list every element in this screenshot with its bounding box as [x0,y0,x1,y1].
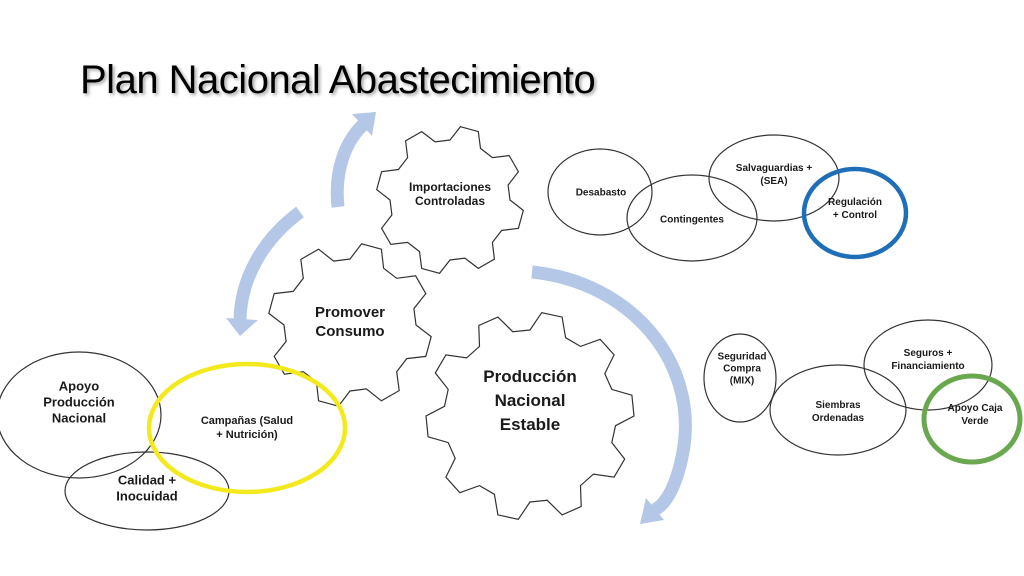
node-seguridad-compra [703,333,777,423]
slide-title: Plan Nacional Abastecimiento [80,58,596,102]
node-salvaguardias-label-line-2: (SEA) [760,176,787,187]
node-salvaguardias-label: Salvaguardias + (SEA) [736,163,813,187]
gear-produccion-shape [425,312,635,520]
node-seguros-label-line-2: Financiamiento [891,361,964,372]
node-regulacion-label-line-1: Regulación [828,197,882,208]
node-apoyo-produccion-label-line-2: Producción [43,395,115,410]
node-contingentes-label-line-1: Contingentes [660,215,724,226]
cluster-top-right: Desabasto Contingentes Salvaguardias + (S… [547,134,909,262]
node-desabasto-label: Desabasto [576,188,627,199]
gear-promover-label-line-1: Promover [315,304,385,321]
gear-promover-shape [268,243,432,407]
node-campanas-label-line-1: Campañas (Salud [201,415,293,427]
node-apoyo-caja-label-line-2: Verde [961,416,989,427]
node-regulacion-label: Regulación + Control [828,197,882,221]
node-calidad-label-line-2: Inocuidad [116,489,177,504]
node-seguridad-compra-label-line-1: Seguridad [718,352,767,363]
node-seguros-label: Seguros + Financiamiento [891,348,964,372]
node-siembras-label-line-2: Ordenadas [812,413,865,424]
arrow-to-produccion [531,265,692,516]
cycle-arrows [226,112,692,524]
node-apoyo-caja [921,373,1023,465]
node-calidad-label-line-1: Calidad + [118,473,177,488]
gear-produccion-label-line-1: Producción [483,367,577,386]
gear-importaciones-label-line-2: Controladas [415,194,485,208]
gear-importaciones-label-line-1: Importaciones [409,180,491,194]
node-regulacion-label-line-2: + Control [833,210,877,221]
arrow-to-importaciones [330,119,369,208]
node-apoyo-produccion-label-line-1: Apoyo [59,379,100,394]
node-contingentes [626,174,758,262]
node-apoyo-caja-label-line-1: Apoyo Caja [947,403,1002,414]
node-campanas [146,361,348,495]
arrow-to-promover [233,206,304,323]
node-regulacion [801,166,909,260]
arrow-to-importaciones-head [352,112,376,136]
node-siembras [769,364,907,456]
gear-produccion-label-line-2: Nacional [495,391,566,410]
arrow-to-promover-head [226,318,258,336]
node-desabasto [547,148,653,236]
arrow-to-produccion-head [640,498,664,524]
node-siembras-label-line-1: Siembras [815,400,860,411]
node-salvaguardias-label-line-1: Salvaguardias + [736,163,813,174]
node-seguridad-compra-label-line-2: Compra [723,364,761,375]
node-campanas-label: Campañas (Salud + Nutrición) [201,415,293,441]
node-apoyo-produccion-label-line-3: Nacional [52,411,106,426]
node-campanas-label-line-2: + Nutrición) [216,429,278,441]
gear-produccion-label-line-3: Estable [500,415,560,434]
node-apoyo-produccion [0,351,162,479]
gear-importaciones-shape [376,126,524,274]
gear-promover-label-line-2: Consumo [315,323,384,340]
node-seguros [863,319,993,411]
node-calidad-label: Calidad +Inocuidad [116,473,177,504]
node-seguridad-compra-label-line-3: (MIX) [730,376,754,387]
node-contingentes-label: Contingentes [660,215,724,226]
node-desabasto-label-line-1: Desabasto [576,188,627,199]
node-seguros-label-line-1: Seguros + [904,348,953,359]
node-salvaguardias [708,134,840,222]
